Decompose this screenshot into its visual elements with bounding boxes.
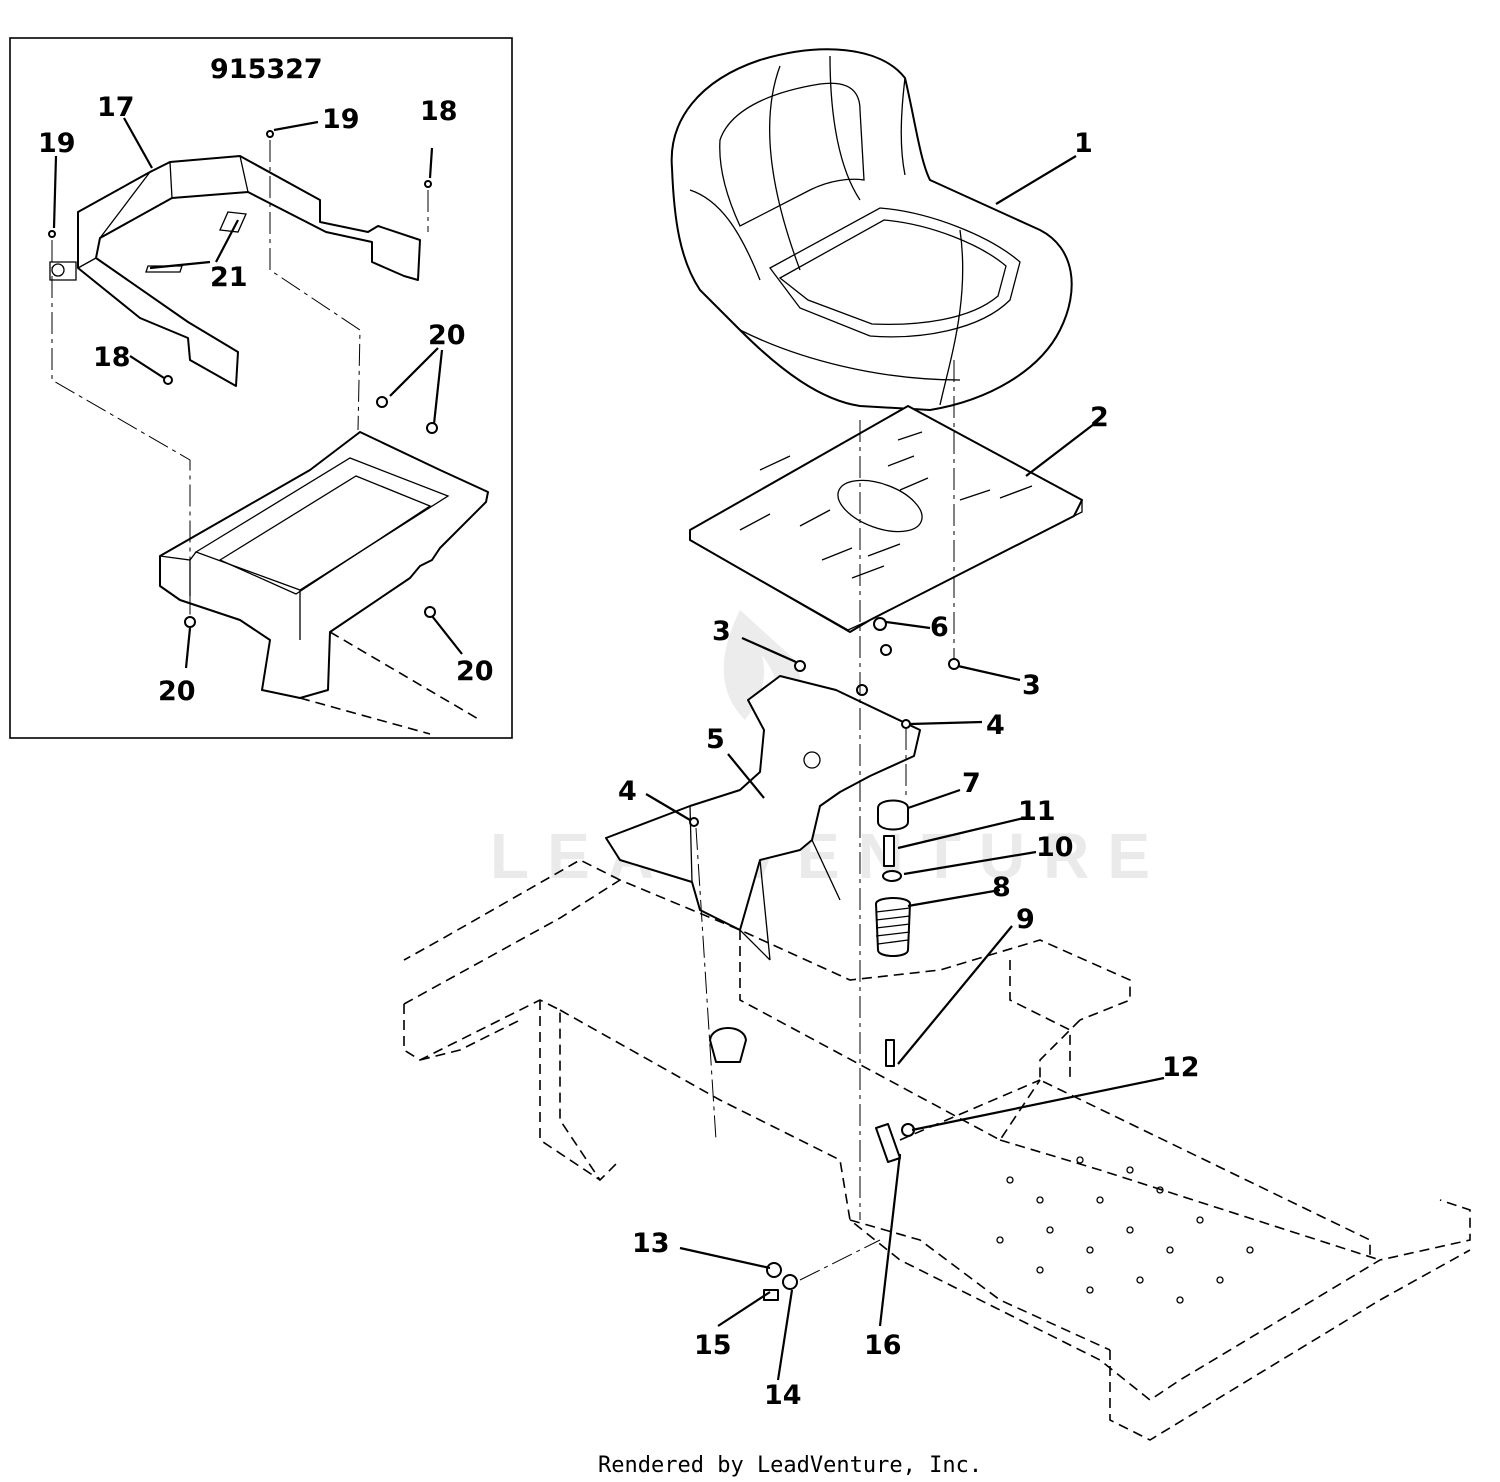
callout-19-left: 19 [38, 128, 76, 159]
spring-stack [875, 799, 911, 957]
callout-19-upper: 19 [322, 104, 360, 135]
callout-6: 6 [930, 612, 949, 643]
callout-2: 2 [1090, 402, 1109, 433]
callout-12: 12 [1162, 1052, 1200, 1083]
callout-7: 7 [962, 768, 981, 799]
seat-pan [689, 405, 1083, 633]
inset-leaders [52, 117, 463, 669]
inset-panel: 915327 [9, 37, 513, 739]
seat-support-plate [605, 675, 921, 961]
callout-15: 15 [694, 1330, 732, 1361]
seat [670, 48, 1073, 411]
inset-frame [159, 431, 489, 735]
callout-8: 8 [992, 872, 1011, 903]
callout-4-right: 4 [986, 710, 1005, 741]
callout-13: 13 [632, 1228, 670, 1259]
callout-3-left: 3 [712, 616, 731, 647]
callout-9: 9 [1016, 904, 1035, 935]
callout-4-left: 4 [618, 776, 637, 807]
floor-pan-holes [996, 1156, 1254, 1304]
callout-14: 14 [764, 1380, 802, 1411]
callout-20-right: 20 [456, 656, 494, 687]
inset-hardware [48, 130, 438, 628]
callout-18-lower: 18 [93, 342, 131, 373]
tractor-frame [403, 859, 1471, 1441]
callout-11: 11 [1018, 796, 1056, 827]
callout-16: 16 [864, 1330, 902, 1361]
center-lines [695, 360, 955, 1281]
inset-title: 915327 [210, 54, 323, 85]
callout-17: 17 [97, 92, 135, 123]
callout-18-upper: 18 [420, 96, 458, 127]
callout-20-upper: 20 [428, 320, 466, 351]
callout-10: 10 [1036, 832, 1074, 863]
main-leaders [645, 155, 1165, 1381]
footer-credit: Rendered by LeadVenture, Inc. [598, 1453, 982, 1478]
callout-3-right: 3 [1022, 670, 1041, 701]
callout-1: 1 [1074, 128, 1093, 159]
callout-21: 21 [210, 262, 248, 293]
callout-20-left: 20 [158, 676, 196, 707]
callout-5: 5 [706, 724, 725, 755]
